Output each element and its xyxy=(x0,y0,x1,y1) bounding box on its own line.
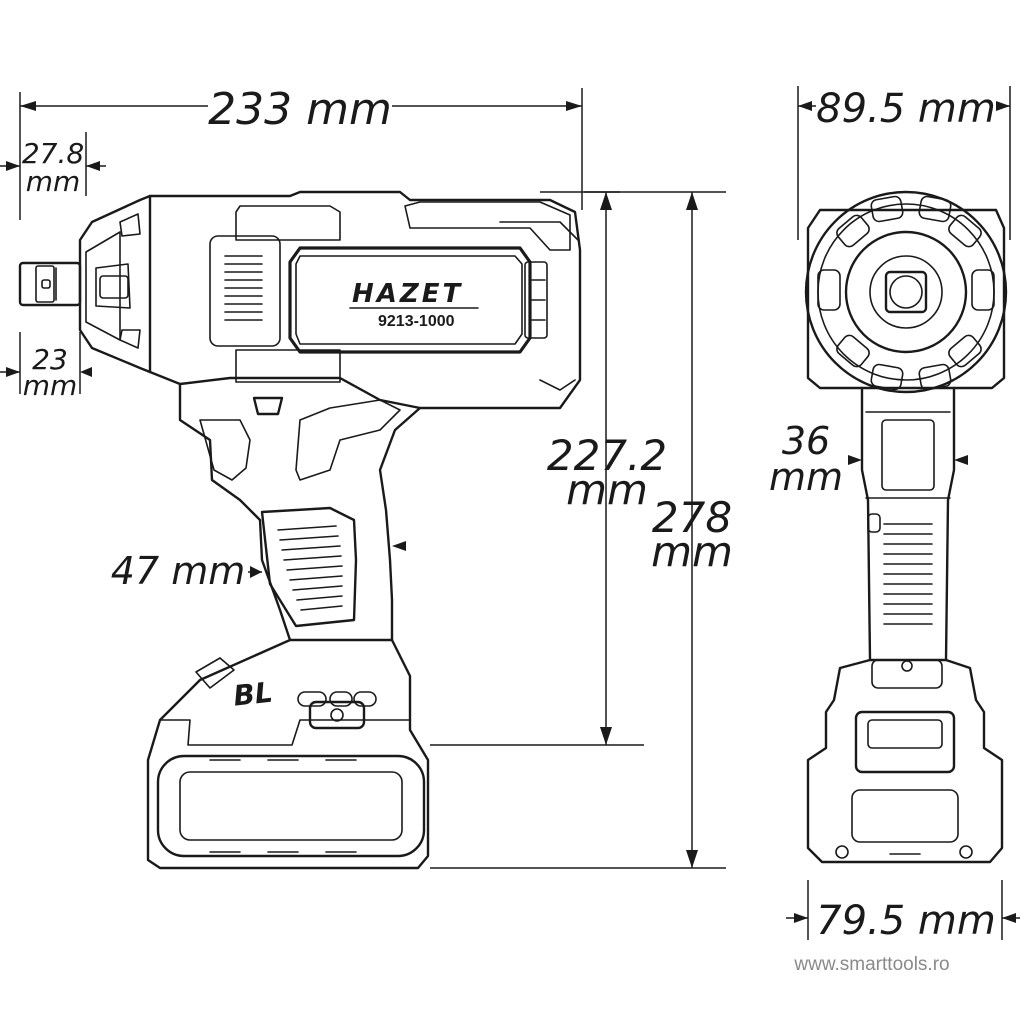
hammer-case xyxy=(78,194,152,374)
dimension-total-length: 233 mm xyxy=(208,84,392,135)
dimension-height-no-battery-value: 227.2 xyxy=(547,431,667,480)
model-number: 9213-1000 xyxy=(378,313,455,330)
side-dimensions: 233 mm 27.8 mm 23 mm 47 mm 227.2 mm xyxy=(0,84,733,869)
dimension-head-width: 89.5 mm xyxy=(816,86,996,132)
dimension-grip-side-width-unit: mm xyxy=(769,455,843,499)
motor-housing xyxy=(148,190,582,410)
dimension-height-no-battery-unit: mm xyxy=(566,465,648,514)
anvil xyxy=(18,261,82,307)
dimension-anvil-height-unit: mm xyxy=(23,369,78,402)
battery: BL xyxy=(146,638,430,870)
handle xyxy=(178,382,422,642)
front-grip-ribs xyxy=(883,523,933,625)
label-plate: HAZET 9213-1000 xyxy=(288,246,548,354)
dimension-grip-width: 47 mm xyxy=(111,549,245,593)
grip-ribs xyxy=(277,525,343,611)
front-grip xyxy=(860,386,956,662)
dimension-anvil-length-value: 27.8 xyxy=(22,137,84,170)
battery-bl-logo: BL xyxy=(232,676,274,713)
brand-logo: HAZET xyxy=(352,279,463,309)
dimension-anvil-length-unit: mm xyxy=(26,165,81,198)
dimension-total-height-unit: mm xyxy=(651,527,733,576)
front-view xyxy=(804,190,1008,864)
watermark: www.smarttools.ro xyxy=(793,954,949,975)
front-battery xyxy=(806,658,1004,864)
side-view: HAZET 9213-1000 xyxy=(18,190,582,870)
front-head xyxy=(804,190,1008,394)
dimension-anvil-height-value: 23 xyxy=(32,343,68,376)
dimension-battery-width: 79.5 mm xyxy=(816,898,996,944)
dimension-grip-side-width-value: 36 xyxy=(782,419,830,463)
dimension-total-height-value: 278 xyxy=(652,493,732,542)
front-dimensions: 89.5 mm 36 mm 79.5 mm xyxy=(769,86,1020,944)
vent-slots xyxy=(224,255,263,321)
